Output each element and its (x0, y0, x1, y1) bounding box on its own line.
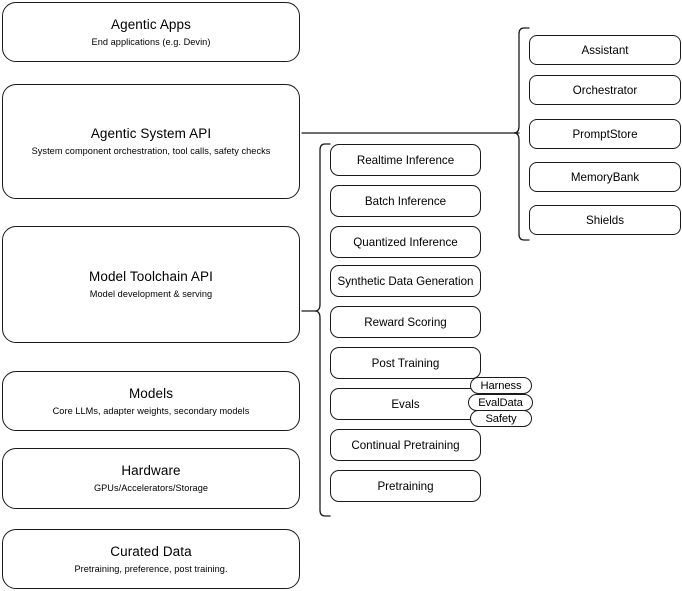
layer-card-models[interactable]: Models Core LLMs, adapter weights, secon… (2, 371, 300, 431)
system-component-label: PromptStore (572, 127, 638, 141)
layer-card-agentic-system-api[interactable]: Agentic System API System component orch… (2, 84, 300, 199)
layer-subtitle: System component orchestration, tool cal… (31, 146, 271, 156)
toolchain-item-label: Continual Pretraining (351, 438, 460, 452)
evals-badge-label: Harness (480, 379, 522, 392)
toolchain-item-label: Pretraining (377, 479, 434, 493)
system-component-label: Orchestrator (572, 83, 638, 97)
system-component-shields[interactable]: Shields (529, 205, 681, 235)
layer-title: Agentic Apps (110, 16, 191, 32)
layer-card-hardware[interactable]: Hardware GPUs/Accelerators/Storage (2, 448, 300, 509)
toolchain-item-label: Synthetic Data Generation (337, 274, 474, 288)
layer-card-model-toolchain-api[interactable]: Model Toolchain API Model development & … (2, 226, 300, 343)
evals-badge-label: Safety (485, 412, 517, 425)
layer-title: Curated Data (110, 543, 192, 559)
toolchain-item-label: Quantized Inference (353, 235, 458, 249)
evals-badge-harness[interactable]: Harness (470, 377, 532, 394)
toolchain-item-batch-inference[interactable]: Batch Inference (330, 185, 481, 217)
brace-system-components (513, 27, 530, 241)
system-component-promptstore[interactable]: PromptStore (529, 119, 681, 149)
layer-title: Agentic System API (90, 126, 212, 141)
toolchain-item-label: Evals (391, 397, 420, 411)
layer-subtitle: End applications (e.g. Devin) (91, 36, 211, 47)
evals-badge-evaldata[interactable]: EvalData (468, 394, 533, 411)
system-component-label: MemoryBank (570, 170, 640, 184)
toolchain-item-continual-pretraining[interactable]: Continual Pretraining (330, 429, 481, 461)
toolchain-item-reward-scoring[interactable]: Reward Scoring (330, 306, 481, 338)
toolchain-item-synthetic-data-generation[interactable]: Synthetic Data Generation (330, 265, 481, 297)
evals-badge-safety[interactable]: Safety (470, 410, 532, 427)
evals-badge-label: EvalData (478, 396, 523, 409)
toolchain-item-quantized-inference[interactable]: Quantized Inference (330, 226, 481, 258)
system-component-label: Assistant (581, 43, 629, 57)
layer-title: Models (128, 385, 174, 401)
toolchain-item-label: Batch Inference (364, 194, 447, 208)
layer-title: Model Toolchain API (89, 269, 213, 284)
system-component-assistant[interactable]: Assistant (529, 35, 681, 65)
toolchain-item-pretraining[interactable]: Pretraining (330, 470, 481, 502)
layer-card-curated-data[interactable]: Curated Data Pretraining, preference, po… (2, 529, 300, 589)
layer-subtitle: Pretraining, preference, post training. (74, 563, 228, 574)
toolchain-item-label: Post Training (371, 356, 440, 370)
layer-subtitle: Model development & serving (89, 289, 213, 299)
toolchain-item-label: Realtime Inference (356, 153, 455, 167)
toolchain-item-evals[interactable]: Evals (330, 388, 481, 420)
layer-subtitle: GPUs/Accelerators/Storage (93, 483, 209, 493)
brace-toolchain-components (314, 143, 331, 517)
layer-title: Hardware (121, 463, 181, 478)
layer-subtitle: Core LLMs, adapter weights, secondary mo… (52, 405, 250, 416)
toolchain-item-label: Reward Scoring (364, 315, 447, 329)
system-component-label: Shields (585, 213, 625, 227)
toolchain-item-realtime-inference[interactable]: Realtime Inference (330, 144, 481, 176)
system-component-memorybank[interactable]: MemoryBank (529, 162, 681, 192)
layer-card-agentic-apps[interactable]: Agentic Apps End applications (e.g. Devi… (2, 2, 300, 62)
toolchain-item-post-training[interactable]: Post Training (330, 347, 481, 379)
system-component-orchestrator[interactable]: Orchestrator (529, 75, 681, 105)
